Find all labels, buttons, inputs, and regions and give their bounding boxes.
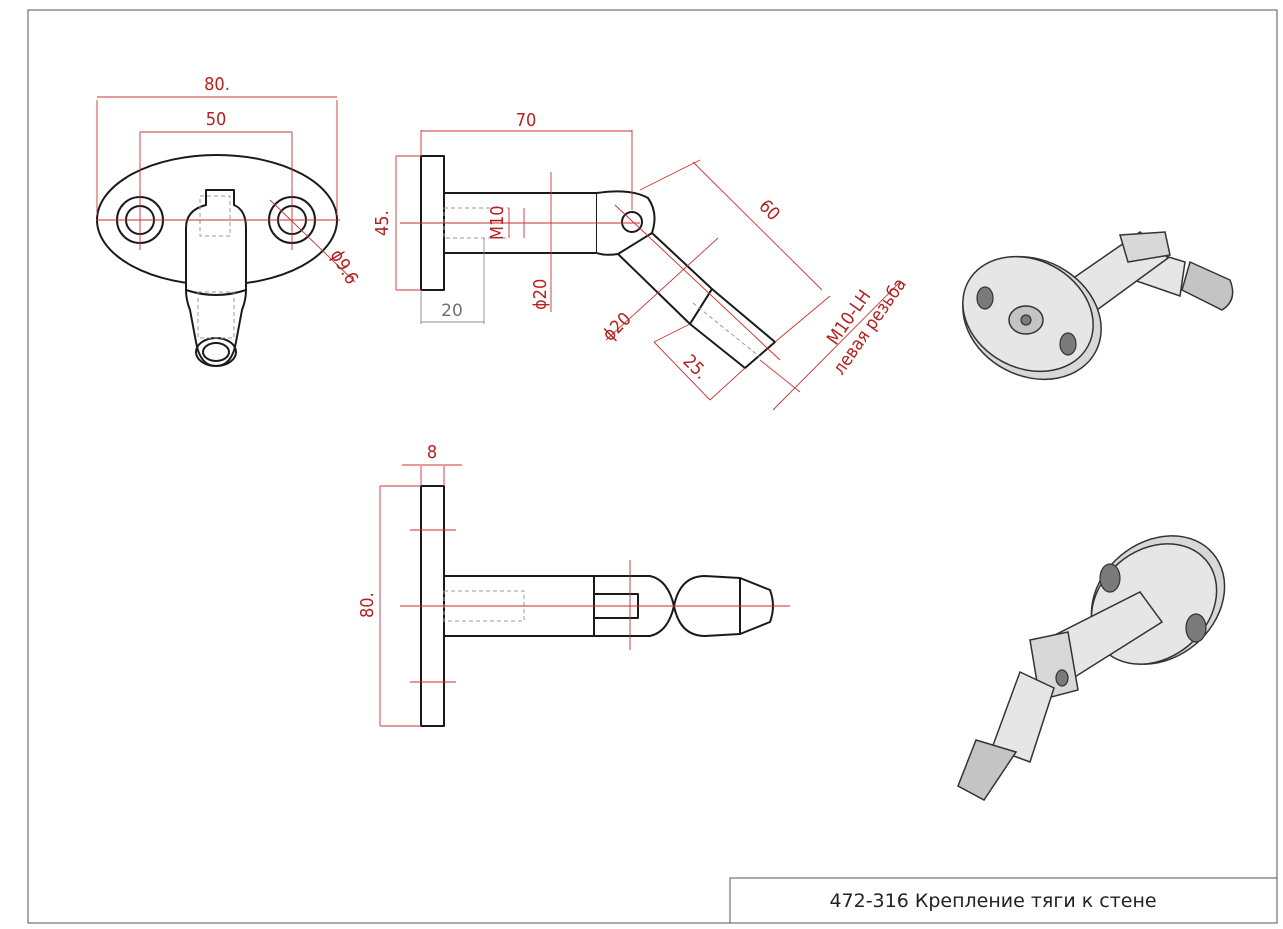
dim-flange-thickness: 8 bbox=[427, 442, 437, 463]
iso1-hex-socket bbox=[1020, 314, 1032, 326]
dim-ext-25-b bbox=[709, 367, 746, 401]
iso2-hole-bottom bbox=[1185, 613, 1207, 643]
iso1-knuckle bbox=[1119, 231, 1171, 263]
arm-joint-line bbox=[185, 289, 247, 296]
dim-flange-length: 80. bbox=[357, 592, 378, 618]
dim-line-60 bbox=[692, 161, 823, 291]
iso1-tip bbox=[1181, 260, 1234, 311]
front-view: 80. 50 ϕ9.6 bbox=[96, 74, 362, 367]
dim-tip-note-line bbox=[772, 281, 901, 411]
dim-overall-width: 80. bbox=[204, 74, 230, 95]
sheet-frame bbox=[27, 9, 1278, 924]
dim-hole-diameter: ϕ9.6 bbox=[326, 246, 362, 288]
side-pin bbox=[621, 211, 643, 233]
dim-ext-60-a bbox=[639, 159, 701, 191]
dim-length: 70 bbox=[516, 110, 537, 131]
dim-thread-depth: 20 bbox=[441, 301, 463, 321]
dim-ext-25-a bbox=[653, 323, 691, 343]
dim-thread: M10 bbox=[487, 205, 508, 240]
hidden-socket bbox=[199, 195, 231, 237]
isometric-view-bottom bbox=[957, 535, 1226, 801]
dim-leader-hole bbox=[269, 199, 356, 283]
iso1-hole-left bbox=[976, 286, 994, 310]
iso2-hole-top bbox=[1099, 563, 1121, 593]
dim-flange-height: 45. bbox=[372, 210, 393, 236]
iso2-tip bbox=[957, 739, 1018, 801]
dim-arm-diameter: ϕ20 bbox=[599, 309, 636, 346]
dim-tip-length: 25. bbox=[678, 351, 711, 384]
tip-end-inner bbox=[202, 342, 230, 362]
top-view: 8 80. bbox=[357, 442, 790, 727]
side-hidden-tip-thread bbox=[692, 302, 761, 358]
side-view: 70 45. M10 20 ϕ20 60 ϕ20 25. M10-LH bbox=[372, 110, 911, 411]
iso1-hole-right bbox=[1059, 332, 1077, 356]
title-block-text: 472-316 Крепление тяги к стене bbox=[829, 890, 1156, 912]
iso2-pin bbox=[1055, 669, 1069, 687]
dim-arm-diameter-line bbox=[605, 237, 719, 341]
title-block-frame bbox=[729, 877, 1278, 924]
hidden-tip-bore bbox=[197, 291, 235, 339]
dim-tip-leader bbox=[759, 359, 801, 393]
dim-hole-spacing: 50 bbox=[206, 109, 227, 130]
side-arm-centerline bbox=[614, 204, 781, 361]
isometric-view-top bbox=[962, 231, 1234, 381]
dim-rod-diameter: ϕ20 bbox=[530, 279, 551, 310]
iso2-arm bbox=[991, 670, 1055, 763]
dim-arm-length: 60 bbox=[754, 196, 783, 225]
arm-outline bbox=[185, 189, 247, 367]
dim-ext-60-b bbox=[774, 295, 831, 343]
dim-line-25 bbox=[653, 341, 711, 401]
